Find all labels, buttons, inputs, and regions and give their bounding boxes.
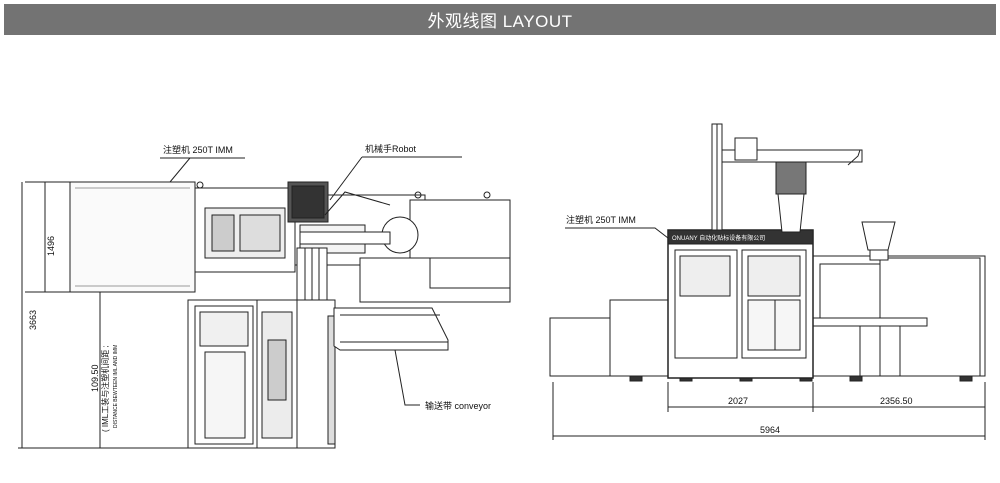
top-imm-label: 注塑机 250T IMM xyxy=(163,144,233,155)
dim-1496: 1496 xyxy=(46,236,56,256)
layout-header-banner: 外观线图 LAYOUT xyxy=(4,4,996,35)
side-view xyxy=(549,123,986,440)
side-imm-label: 注塑机 250T IMM xyxy=(566,214,636,225)
dim-5964: 5964 xyxy=(760,425,780,435)
machine-header: ONUANY 自动化贴标设备有限公司 xyxy=(672,234,765,242)
top-conveyor-label: 输送带 conveyor xyxy=(425,400,491,411)
dim-2356-50: 2356.50 xyxy=(880,396,913,406)
dim-note-en: DISTANCE BEWTEEN IML AND IMM xyxy=(113,345,119,428)
top-view xyxy=(18,156,511,449)
dim-2027: 2027 xyxy=(728,396,748,406)
dim-note-cn: ( IML工装与注塑机间距 ; xyxy=(100,345,110,432)
dim-109-50: 109.50 xyxy=(90,364,100,392)
layout-title: 外观线图 LAYOUT xyxy=(427,12,573,31)
dim-3663: 3663 xyxy=(28,310,38,330)
top-robot-label: 机械手Robot xyxy=(365,143,417,154)
